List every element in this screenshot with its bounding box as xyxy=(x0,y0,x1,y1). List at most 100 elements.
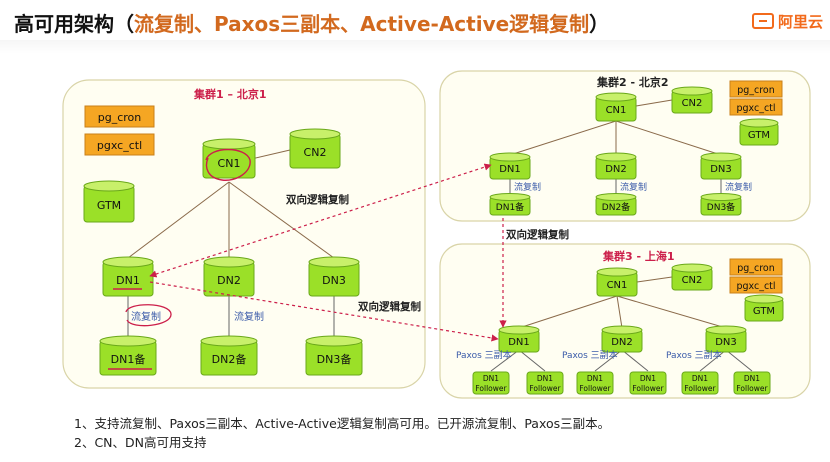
bidir-label-b: 双向逻辑复制 xyxy=(505,228,569,241)
cluster2-dn2: DN2 xyxy=(595,152,637,180)
cluster2-label: 集群2 - 北京2 xyxy=(596,75,669,89)
cluster3-follower-4-line2: Follower xyxy=(632,384,664,393)
cluster2-tag-pgxc-ctl-label: pgxc_ctl xyxy=(736,103,775,114)
cluster2-cn1: CN1 xyxy=(595,92,637,122)
cluster1-dn2-label: DN2 xyxy=(217,274,241,287)
cluster3-label: 集群3 - 上海1 xyxy=(602,249,675,263)
cluster2-dn3-standby: DN3备 xyxy=(700,193,742,216)
cluster3-follower-6: DN1 Follower xyxy=(733,371,771,395)
cluster3-paxos-label-2: Paxos 三副本 xyxy=(562,349,618,361)
cluster1-label: 集群1 – 北京1 xyxy=(193,87,266,101)
cluster1-stream-lines xyxy=(127,294,335,337)
cluster2-gtm-label: GTM xyxy=(748,130,770,141)
link-c1dn1-c3dn1 xyxy=(149,281,499,342)
cluster1-dn3: DN3 xyxy=(308,256,360,297)
cluster3-follower-5: DN1 Follower xyxy=(681,371,719,395)
architecture-diagram: 集群1 – 北京1 集群2 - 北京2 集群3 - 上海1 pg_cron pg… xyxy=(62,70,811,399)
cluster2-cn2-label: CN2 xyxy=(682,98,703,109)
cluster3-follower-2: DN1 Follower xyxy=(526,371,564,395)
cluster1-dn3-standby-label: DN3备 xyxy=(317,352,352,366)
cluster3-tag-pgxc-ctl-label: pgxc_ctl xyxy=(736,281,775,292)
title-highlight: 流复制、Paxos三副本、Active-Active逻辑复制 xyxy=(134,12,590,36)
annotation-circle-stream xyxy=(125,304,172,327)
aliyun-logo-icon xyxy=(752,13,774,29)
cluster3-cn2-label: CN2 xyxy=(682,275,703,286)
cluster1-tag-pgxc-ctl: pgxc_ctl xyxy=(84,133,155,156)
cluster3-panel xyxy=(439,243,811,399)
cluster2-gtm: GTM xyxy=(739,118,779,146)
cluster2-stream-label-2: 流复制 xyxy=(620,181,647,193)
cluster2-cn2: CN2 xyxy=(671,86,713,114)
brand-logo: 阿里云 xyxy=(752,10,823,32)
cluster2-dn3-standby-label: DN3备 xyxy=(707,201,735,213)
cluster2-dn1-label: DN1 xyxy=(499,164,521,175)
cluster3-follower-1-line1: DN1 xyxy=(483,374,499,383)
cluster3-follower-3-line1: DN1 xyxy=(587,374,603,383)
cluster3-follower-6-line2: Follower xyxy=(736,384,768,393)
cluster2-cn1-label: CN1 xyxy=(606,105,627,116)
cluster3-follower-3: DN1 Follower xyxy=(576,371,614,395)
cluster1-cn1: CN1 xyxy=(202,138,256,179)
cluster1-stream-label-1: 流复制 xyxy=(131,310,161,323)
cluster3-paxos-lines xyxy=(490,349,753,372)
cluster3-tree-lines xyxy=(518,276,727,329)
cluster3-tag-pgxc-ctl: pgxc_ctl xyxy=(729,276,783,294)
title-divider xyxy=(0,40,830,54)
bidir-label-a: 双向逻辑复制 xyxy=(285,193,349,206)
cluster3-follower-2-line2: Follower xyxy=(529,384,561,393)
cluster3-follower-3-line2: Follower xyxy=(579,384,611,393)
cluster2-tree-lines xyxy=(509,99,722,156)
footnote-2: 2、CN、DN高可用支持 xyxy=(74,435,207,450)
cluster1-tag-pgxc-ctl-label: pgxc_ctl xyxy=(97,139,142,152)
cluster2-stream-label-3: 流复制 xyxy=(725,181,752,193)
cluster2-dn2-standby: DN2备 xyxy=(595,193,637,216)
brand-logo-text: 阿里云 xyxy=(778,12,824,31)
cluster1-gtm-label: GTM xyxy=(97,199,121,212)
cluster2-tag-pgxc-ctl: pgxc_ctl xyxy=(729,98,783,116)
cluster1-cn2-label: CN2 xyxy=(304,146,327,159)
cluster3-cn1-label: CN1 xyxy=(607,280,628,291)
cluster1-dn2: DN2 xyxy=(203,256,255,297)
cluster3-follower-5-line1: DN1 xyxy=(692,374,708,383)
cluster3-cn2: CN2 xyxy=(671,263,713,291)
cluster1-dn1-label: DN1 xyxy=(116,274,140,287)
cluster3-follower-4-line1: DN1 xyxy=(640,374,656,383)
cluster3-dn3-label: DN3 xyxy=(715,337,737,348)
cluster1-dn1: DN1 xyxy=(102,256,154,297)
cluster1-dn2-standby-label: DN2备 xyxy=(212,352,247,366)
cluster2-stream-lines xyxy=(509,178,722,195)
cluster1-dn1-standby: DN1备 xyxy=(99,335,157,376)
cluster1-tag-pg-cron-label: pg_cron xyxy=(98,111,142,124)
cluster3-dn2: DN2 xyxy=(601,325,643,353)
cluster2-dn1-standby-label: DN1备 xyxy=(496,201,524,213)
cluster3-follower-2-line1: DN1 xyxy=(537,374,553,383)
cluster2-dn2-label: DN2 xyxy=(605,164,627,175)
cluster2-tag-pg-cron-label: pg_cron xyxy=(737,85,775,96)
bidir-logical-links xyxy=(149,163,507,342)
cluster3-follower-1: DN1 Follower xyxy=(472,371,510,395)
cluster3-gtm-label: GTM xyxy=(753,306,775,317)
slide-title: 高可用架构（流复制、Paxos三副本、Active-Active逻辑复制） xyxy=(14,8,609,37)
footnotes: 1、支持流复制、Paxos三副本、Active-Active逻辑复制高可用。已开… xyxy=(74,414,610,452)
cluster2-panel xyxy=(439,70,811,222)
cluster2-stream-label-1: 流复制 xyxy=(514,181,541,193)
cluster3-paxos-label-3: Paxos 三副本 xyxy=(666,349,722,361)
cluster3-follower-6-line1: DN1 xyxy=(744,374,760,383)
footnote-1: 1、支持流复制、Paxos三副本、Active-Active逻辑复制高可用。已开… xyxy=(74,416,611,431)
cluster3-gtm: GTM xyxy=(744,294,784,322)
cluster1-dn3-label: DN3 xyxy=(322,274,346,287)
cluster2-dn1-standby: DN1备 xyxy=(489,193,531,216)
cluster3-tag-pg-cron-label: pg_cron xyxy=(737,263,775,274)
cluster3-dn1-label: DN1 xyxy=(508,337,530,348)
cluster2-dn1: DN1 xyxy=(489,152,531,180)
cluster3-follower-1-line2: Follower xyxy=(475,384,507,393)
title-suffix: ） xyxy=(589,12,610,36)
cluster3-dn2-label: DN2 xyxy=(611,337,633,348)
cluster1-tag-pg-cron: pg_cron xyxy=(84,105,155,128)
cluster2-dn3-label: DN3 xyxy=(710,164,732,175)
cluster2-tag-pg-cron: pg_cron xyxy=(729,80,783,98)
cluster3-tag-pg-cron: pg_cron xyxy=(729,258,783,276)
cluster1-cn1-label: CN1 xyxy=(218,157,241,170)
title-prefix: 高可用架构（ xyxy=(14,12,134,36)
cluster1-cn2: CN2 xyxy=(289,128,341,169)
